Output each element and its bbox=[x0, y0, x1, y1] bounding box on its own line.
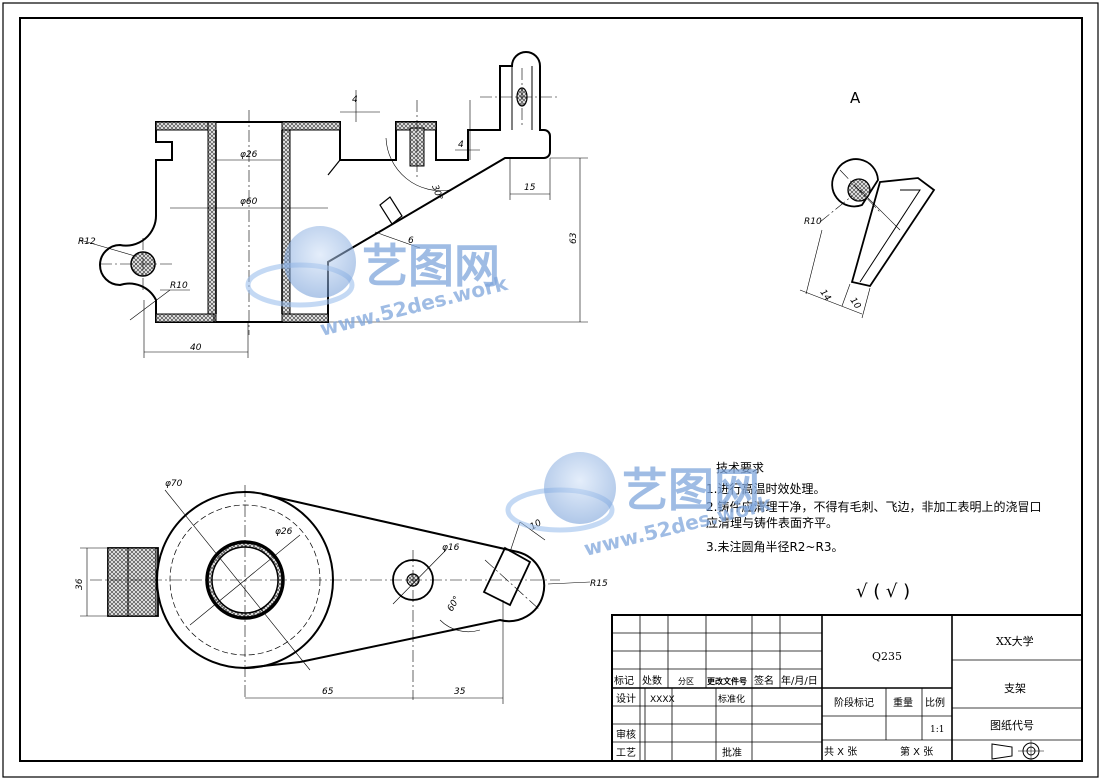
aux-dimension-lines bbox=[799, 169, 901, 319]
globe-icon bbox=[284, 226, 356, 298]
top-dim-length-35: 35 bbox=[454, 687, 466, 697]
top-dim-outer-diameter: φ70 bbox=[165, 479, 183, 489]
top-dim-angle-60: 60° bbox=[446, 595, 463, 614]
front-dimension-texts: φ26 φ60 R12 R10 40 15 63 4 4 30° 6 bbox=[78, 95, 579, 353]
tb-approve-label: 批准 bbox=[722, 746, 742, 759]
dim-angle-30: 30° bbox=[429, 184, 444, 202]
top-dim-height-36: 36 bbox=[75, 578, 85, 590]
view-a-label: A bbox=[850, 89, 861, 107]
title-block-texts: Q235 XX大学 支架 图纸代号 标记 处数 分区 更改文件号 签名 年/月/… bbox=[614, 634, 1034, 759]
tech-req-item-4: 3.未注圆角半径R2~R3。 bbox=[706, 539, 843, 554]
dim-width-15: 15 bbox=[524, 183, 536, 193]
tb-school: XX大学 bbox=[996, 634, 1034, 648]
top-center-lines bbox=[90, 485, 560, 700]
tb-review-label: 审核 bbox=[616, 728, 636, 741]
tb-header-0: 标记 bbox=[614, 675, 634, 687]
tb-process-label: 工艺 bbox=[616, 747, 636, 759]
watermark-2-cn: 艺图网 bbox=[622, 463, 760, 517]
tb-weight-label: 重量 bbox=[893, 696, 913, 709]
aux-dim-radius: R10 bbox=[804, 217, 822, 227]
tb-scale-value: 1:1 bbox=[930, 725, 944, 735]
dim-bore-diameter: φ26 bbox=[240, 150, 258, 160]
tech-req-item-2: 2.铸件应清理干净，不得有毛刺、飞边，非加工表明上的浇冒口 bbox=[706, 499, 1041, 514]
tb-sheets-total: 共 X 张 bbox=[824, 746, 857, 758]
aux-dim-14: 14 bbox=[818, 288, 833, 303]
top-dim-radius-end: R15 bbox=[590, 579, 608, 589]
tb-drawing-no: 图纸代号 bbox=[990, 719, 1034, 732]
tb-header-4: 签名 bbox=[754, 674, 774, 687]
inner-frame bbox=[19, 17, 1083, 762]
tech-req-item-1: 1.进行高温时效处理。 bbox=[706, 481, 825, 496]
tb-standardize-label: 标准化 bbox=[718, 693, 745, 705]
tech-req-title: 技术要求 bbox=[716, 461, 764, 475]
technical-requirements: 技术要求 1.进行高温时效处理。 2.铸件应清理干净，不得有毛刺、飞边，非加工表… bbox=[706, 461, 1041, 554]
watermark-1-cn: 艺图网 bbox=[362, 239, 500, 293]
top-dim-length-65: 65 bbox=[322, 687, 334, 697]
tb-scale-label: 比例 bbox=[925, 696, 945, 709]
tb-header-5: 年/月/日 bbox=[781, 674, 818, 687]
tb-header-2: 分区 bbox=[678, 677, 694, 686]
projection-symbol-icon bbox=[991, 740, 1044, 762]
front-center-lines bbox=[100, 68, 560, 335]
top-dim-hole-diameter: φ16 bbox=[442, 543, 460, 553]
tb-stage-label: 阶段标记 bbox=[834, 696, 874, 709]
front-section-view bbox=[99, 51, 551, 323]
dim-slot-width: 6 bbox=[408, 236, 414, 246]
roughness-symbol: √ ( √ ) bbox=[856, 581, 910, 602]
dim-height-63: 63 bbox=[569, 232, 579, 244]
dim-lug-radius: R12 bbox=[78, 237, 96, 247]
globe-icon bbox=[544, 452, 616, 524]
dim-outer-diameter: φ60 bbox=[240, 197, 258, 207]
tech-req-item-3: 应清理与铸件表面齐平。 bbox=[706, 515, 838, 530]
dim-width-40: 40 bbox=[190, 343, 202, 353]
dim-thickness-top: 4 bbox=[352, 95, 358, 105]
dim-fillet-radius: R10 bbox=[170, 281, 188, 291]
tb-sheet-no: 第 X 张 bbox=[900, 745, 933, 758]
tb-design-value: XXXX bbox=[650, 695, 675, 705]
tb-material: Q235 bbox=[872, 650, 902, 663]
tb-part-name: 支架 bbox=[1004, 682, 1026, 695]
tb-header-3: 更改文件号 bbox=[707, 676, 747, 686]
tb-header-1: 处数 bbox=[642, 674, 662, 687]
top-dimension-lines bbox=[80, 489, 591, 704]
top-dim-bore-diameter: φ26 bbox=[275, 527, 293, 537]
title-block bbox=[611, 614, 1083, 762]
tb-design-label: 设计 bbox=[616, 692, 636, 705]
front-dimension-lines bbox=[79, 90, 588, 358]
dim-thickness-right: 4 bbox=[458, 140, 464, 150]
